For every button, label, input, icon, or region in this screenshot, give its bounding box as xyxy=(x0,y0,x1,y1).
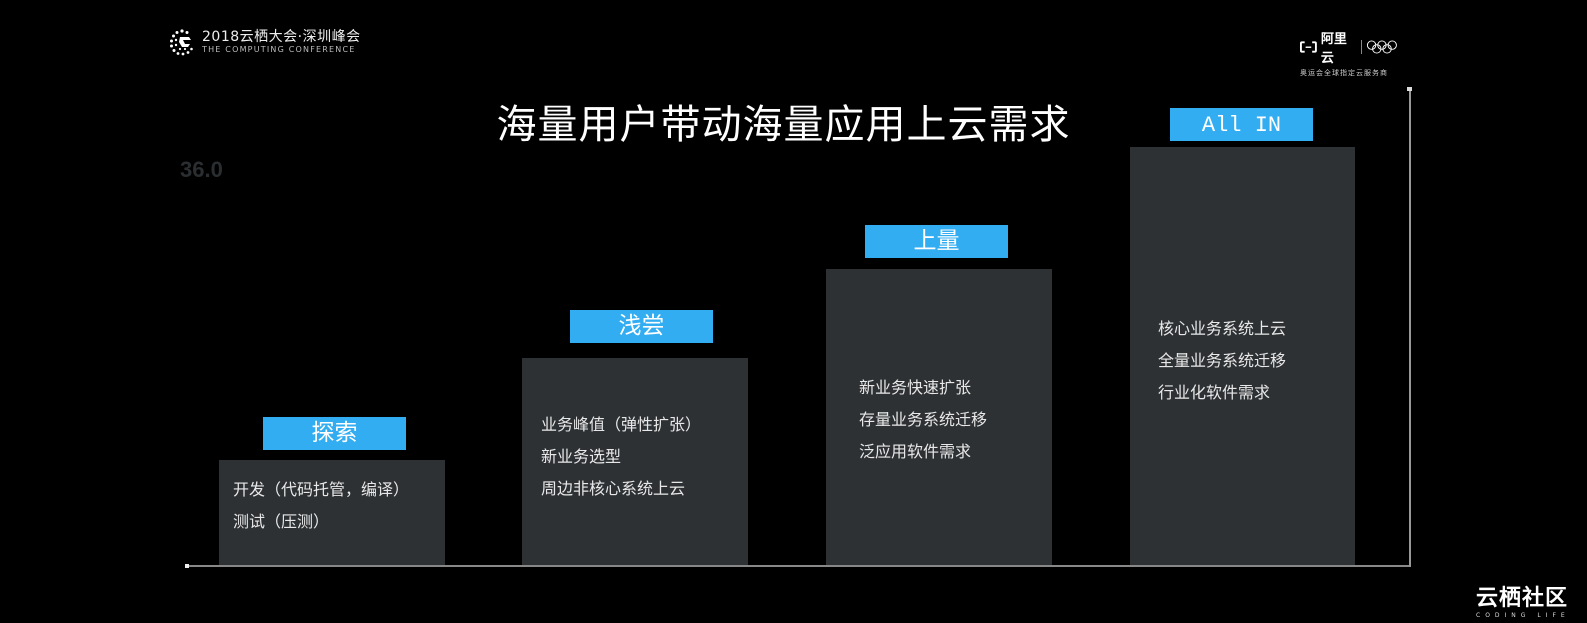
olympic-rings-icon xyxy=(1367,40,1398,54)
stage-item: 存量业务系统迁移 xyxy=(859,410,988,429)
stage-item: 核心业务系统上云 xyxy=(1158,319,1287,338)
aliyun-logo-icon xyxy=(1300,41,1317,53)
x-axis-origin-dot xyxy=(185,564,189,568)
stage-tag-scale: 上量 xyxy=(865,225,1008,258)
conference-title: 2018云栖大会·深圳峰会 xyxy=(202,29,361,45)
stage-bar-all-in: 核心业务系统上云 全量业务系统迁移 行业化软件需求 xyxy=(1130,147,1355,565)
stage-tag-trial: 浅尝 xyxy=(570,310,713,343)
computing-conference-logo-icon xyxy=(170,29,193,56)
stage-tag-all-in: All IN xyxy=(1170,108,1313,141)
aliyun-brand: 阿里云 xyxy=(1320,32,1347,66)
ghost-value-label: 36.0 xyxy=(180,157,223,182)
stage-item: 全量业务系统迁移 xyxy=(1158,351,1287,370)
stage-item: 新业务快速扩张 xyxy=(859,378,972,397)
y-axis-line xyxy=(1409,89,1411,567)
stage-item: 测试（压测） xyxy=(233,512,330,531)
stage-bar-explore: 开发（代码托管，编译） 测试（压测） xyxy=(219,460,445,565)
x-axis-line xyxy=(186,565,1411,567)
conference-subtitle: THE COMPUTING CONFERENCE xyxy=(202,45,356,54)
yunqi-brand-en: CODING LIFE xyxy=(1476,612,1570,619)
stage-item: 行业化软件需求 xyxy=(1158,383,1271,402)
stage-item: 新业务选型 xyxy=(541,447,622,466)
stage-item: 开发（代码托管，编译） xyxy=(233,480,410,499)
aliyun-logo: 阿里云 奥运会全球指定云服务商 xyxy=(1300,28,1400,78)
conference-logo: 2018云栖大会·深圳峰会 THE COMPUTING CONFERENCE xyxy=(168,28,361,56)
stage-item: 业务峰值（弹性扩张） xyxy=(541,415,702,434)
aliyun-subtitle: 奥运会全球指定云服务商 xyxy=(1300,69,1388,77)
stage-item: 泛应用软件需求 xyxy=(859,442,972,461)
stage-tag-explore: 探索 xyxy=(263,417,406,450)
stage-bar-trial: 业务峰值（弹性扩张） 新业务选型 周边非核心系统上云 xyxy=(522,358,748,565)
slide-title: 海量用户带动海量应用上云需求 xyxy=(496,102,1071,148)
yunqi-community-logo: 云栖社区 CODING LIFE xyxy=(1476,580,1570,619)
y-axis-arrow-icon xyxy=(1407,87,1412,91)
stage-bar-scale: 新业务快速扩张 存量业务系统迁移 泛应用软件需求 xyxy=(826,269,1052,565)
stage-item: 周边非核心系统上云 xyxy=(541,479,686,498)
yunqi-brand-cn: 云栖社区 xyxy=(1476,586,1569,611)
